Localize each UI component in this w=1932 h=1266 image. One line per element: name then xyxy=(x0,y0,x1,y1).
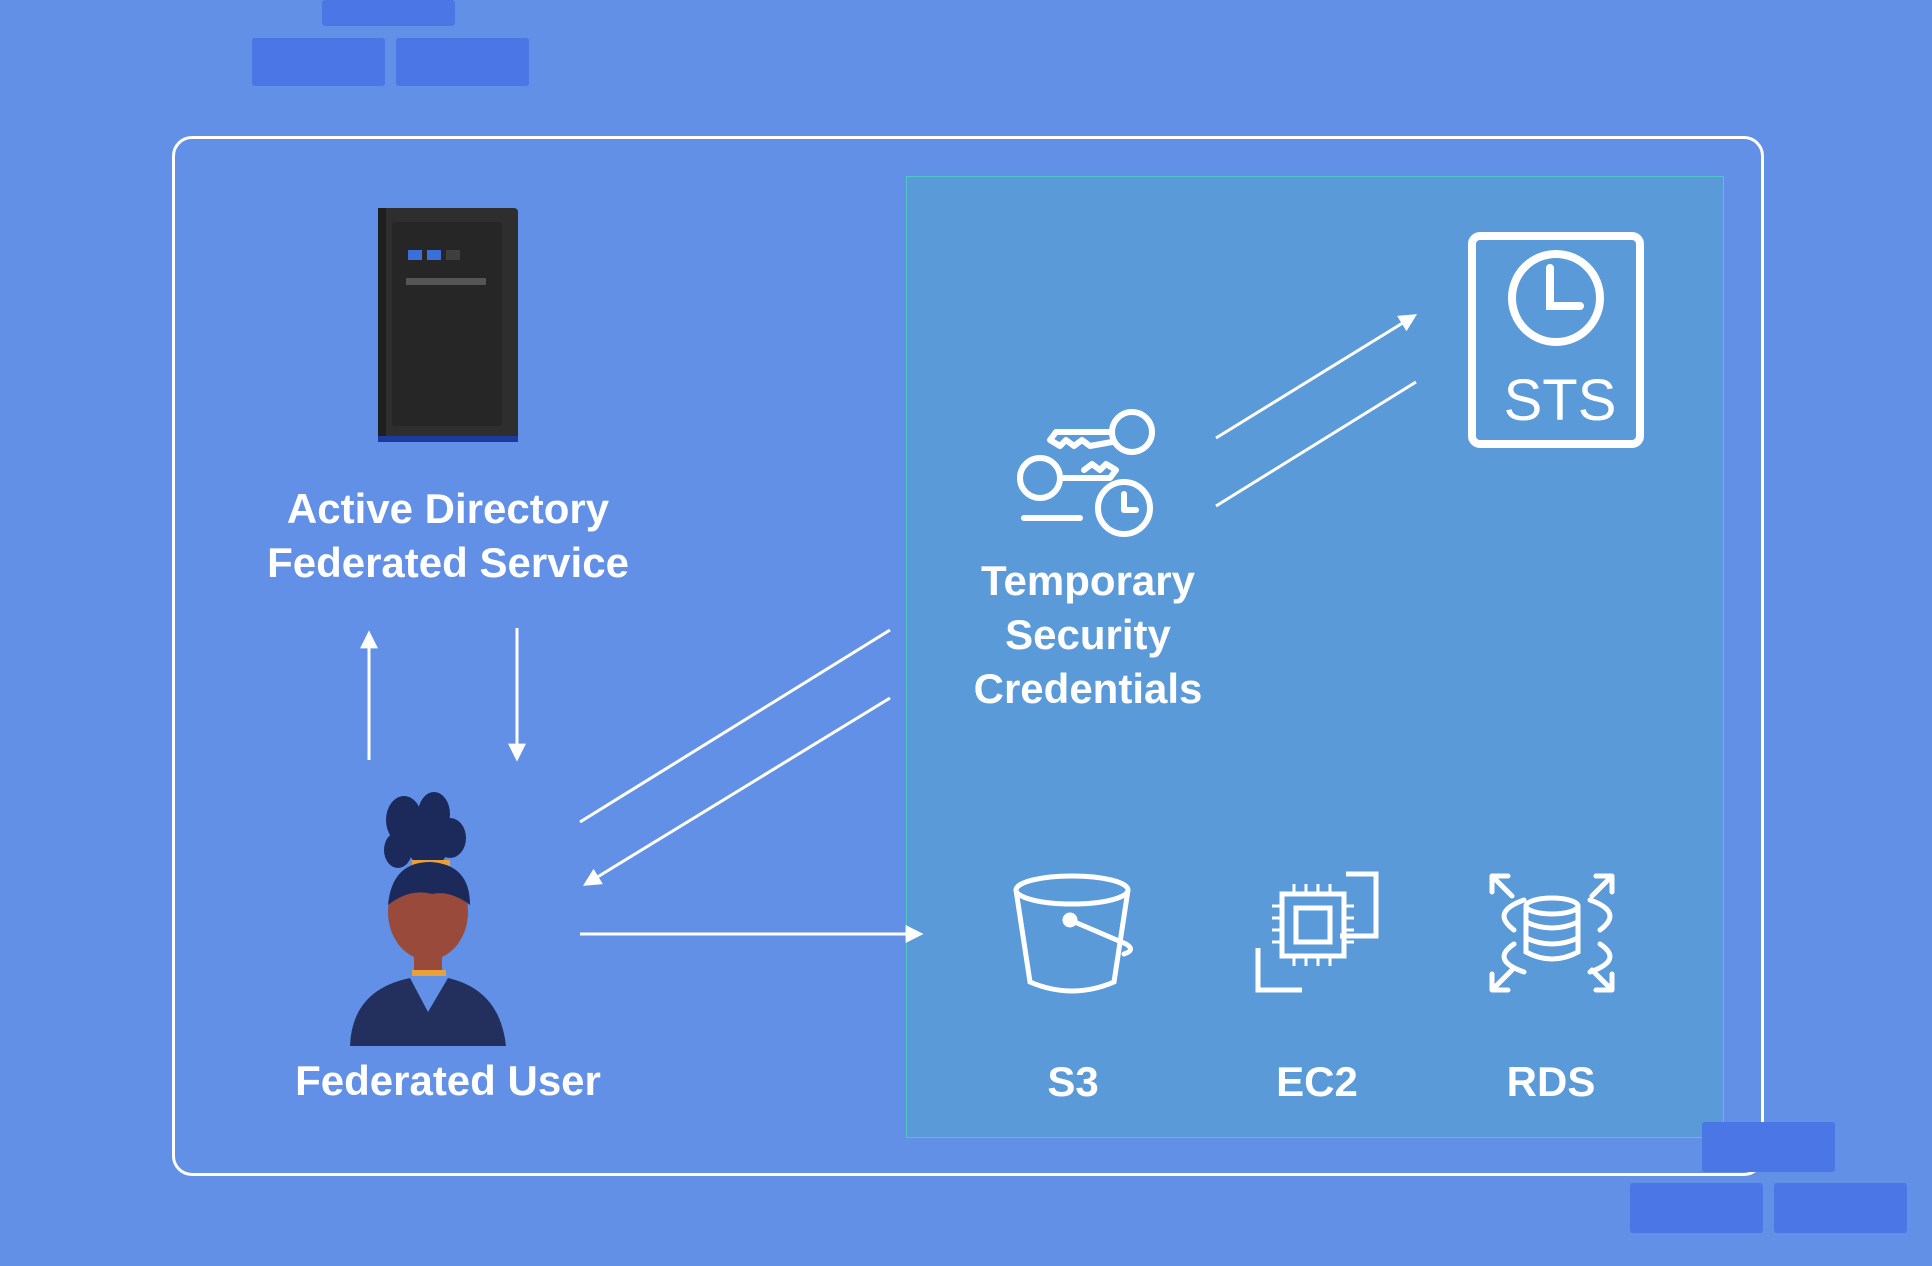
decor-brick xyxy=(1702,1122,1835,1172)
arrow-credentials-to-sts xyxy=(1215,314,1418,440)
bucket-icon xyxy=(1013,873,1133,994)
server-tower-icon xyxy=(378,208,518,442)
diagram-frame xyxy=(172,136,1764,1176)
keys-clock-icon xyxy=(1017,409,1155,537)
sts-label: STS xyxy=(1503,368,1617,433)
rds-label: RDS xyxy=(1506,1058,1596,1105)
arrow-sts-to-credentials xyxy=(1215,380,1417,508)
aws-services-zone xyxy=(906,176,1724,1138)
database-expand-icon xyxy=(1489,873,1615,993)
arrow-user-to-credentials xyxy=(579,628,891,824)
federated-user-label: Federated User xyxy=(295,1057,601,1104)
decor-brick xyxy=(252,38,385,86)
decor-brick xyxy=(396,38,529,86)
decor-brick xyxy=(1774,1183,1907,1233)
chip-instances-icon xyxy=(1255,871,1379,993)
temporary-credentials-label: Temporary Security Credentials xyxy=(973,557,1203,712)
person-avatar-icon xyxy=(350,792,506,1046)
decor-brick xyxy=(1630,1183,1763,1233)
adfs-label: Active Directory Federated Service xyxy=(267,485,629,586)
sts-clock-document-icon xyxy=(1468,232,1644,448)
ec2-label: EC2 xyxy=(1276,1058,1358,1105)
decor-brick xyxy=(322,0,455,26)
s3-label: S3 xyxy=(1047,1058,1099,1105)
arrow-credentials-to-user xyxy=(582,696,891,886)
